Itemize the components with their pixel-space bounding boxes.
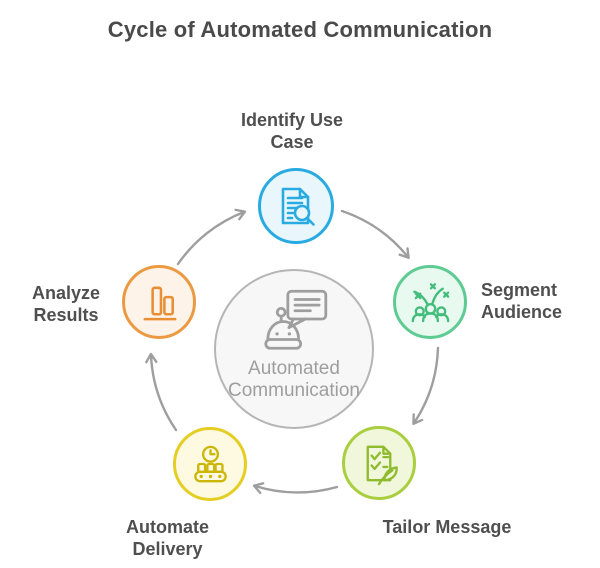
node-segment-audience bbox=[393, 265, 467, 339]
label-segment-audience: Segment Audience bbox=[481, 280, 563, 322]
robot-chat-icon bbox=[264, 289, 328, 350]
label-tailor-message: Tailor Message bbox=[382, 517, 512, 537]
arrow-analyze-to-identify bbox=[176, 208, 247, 266]
node-tailor-message bbox=[342, 426, 416, 500]
node-identify-use-case bbox=[258, 168, 334, 244]
clock-conveyor-icon bbox=[193, 445, 227, 482]
node-automate-delivery bbox=[173, 427, 247, 501]
label-analyze-results: Analyze Results bbox=[31, 283, 101, 325]
label-automate-delivery: Automate Delivery bbox=[125, 517, 209, 559]
arrow-identify-to-segment bbox=[340, 209, 410, 259]
center-hub-label: Automated Communication bbox=[228, 358, 360, 401]
bar-chart-icon bbox=[143, 286, 176, 320]
center-hub: Automated Communication bbox=[214, 269, 374, 429]
audience-burst-icon bbox=[411, 282, 449, 322]
arrow-automate-to-analyze bbox=[145, 352, 178, 432]
page-title: Cycle of Automated Communication bbox=[107, 17, 493, 42]
arrow-segment-to-tailor bbox=[412, 346, 440, 426]
label-identify-use-case: Identify Use Case bbox=[240, 110, 344, 152]
document-feather-icon bbox=[366, 445, 398, 485]
arrow-tailor-to-automate bbox=[252, 482, 339, 495]
node-analyze-results bbox=[122, 265, 196, 339]
document-search-icon bbox=[281, 187, 315, 226]
